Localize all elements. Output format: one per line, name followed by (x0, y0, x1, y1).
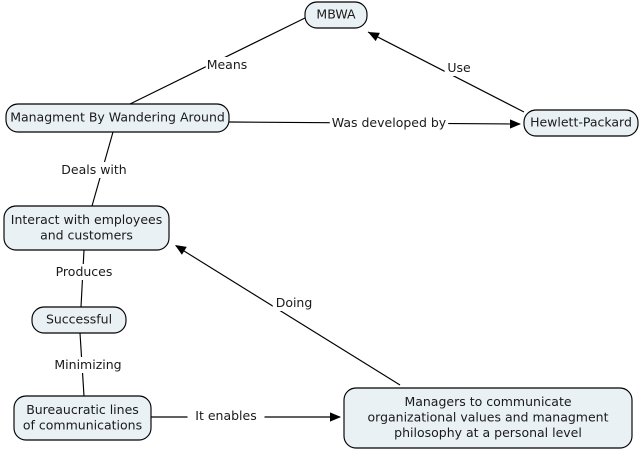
node-box-mbwa[interactable] (304, 1, 368, 29)
node-label-interact-with-employees-and-customers: Interact with employees (11, 212, 162, 227)
arrow-head-icon-it-enables (330, 412, 341, 422)
edge-label-doing: Doing (276, 295, 313, 310)
edge-label-was-developed-by: Was developed by (332, 115, 447, 130)
arrow-head-icon-use (368, 32, 380, 42)
node-box-interact-with-employees-and-customers[interactable] (3, 205, 170, 251)
node-label-managers-to-communicate: philosophy at a personal level (394, 425, 582, 440)
edge-label-group-was-developed-by: Was developed by (329, 115, 449, 131)
arrow-head-icon-doing (175, 245, 187, 255)
node-label-management-by-wandering-around: Managment By Wandering Around (10, 110, 225, 125)
node-label-bureaucratic-lines-of-communications: of communications (23, 417, 142, 432)
node-box-bureaucratic-lines-of-communications[interactable] (13, 395, 152, 441)
edge-label-group-use: Use (444, 60, 474, 76)
node-label-managers-to-communicate: Managers to communicate (404, 394, 571, 409)
node-box-management-by-wandering-around[interactable] (5, 103, 230, 133)
node-successful[interactable]: Successful (31, 306, 127, 334)
edge-label-backdrop (272, 295, 316, 311)
node-label-mbwa: MBWA (316, 7, 356, 22)
edge-label-backdrop (329, 115, 449, 131)
node-mbwa[interactable]: MBWA (304, 1, 368, 29)
node-box-managers-to-communicate[interactable] (343, 387, 633, 449)
edge-label-produces: Produces (56, 264, 113, 279)
arrow-head-icon-was-developed-by (510, 119, 521, 129)
node-label-interact-with-employees-and-customers: and customers (40, 227, 133, 242)
nodes-layer: MBWA Managment By Wandering Around Hewlett… (3, 1, 639, 449)
edge-label-group-produces: Produces (52, 264, 116, 280)
edge-label-group-minimizing: Minimizing (49, 357, 127, 373)
edge-label-backdrop (444, 60, 474, 76)
edge-label-group-doing: Doing (272, 295, 316, 311)
node-box-hewlett-packard[interactable] (523, 109, 639, 137)
edge-label-means: Means (207, 57, 248, 72)
edge-label-group-deals-with: Deals with (55, 162, 133, 178)
edge-label-backdrop (205, 57, 249, 73)
edge-label-use: Use (447, 60, 471, 75)
node-label-successful: Successful (46, 312, 112, 327)
edge-doing (175, 245, 401, 386)
edge-label-it-enables: It enables (195, 408, 256, 423)
node-management-by-wandering-around[interactable]: Managment By Wandering Around (5, 103, 230, 133)
edge-label-backdrop (49, 357, 127, 373)
node-label-bureaucratic-lines-of-communications: Bureaucratic lines (26, 402, 139, 417)
edge-label-deals-with: Deals with (61, 162, 126, 177)
node-box-successful[interactable] (31, 306, 127, 334)
edge-label-backdrop (52, 264, 116, 280)
edge-line-doing (175, 245, 401, 386)
edge-label-group-means: Means (205, 57, 249, 73)
edge-label-minimizing: Minimizing (54, 357, 121, 372)
edge-label-backdrop (55, 162, 133, 178)
node-label-hewlett-packard: Hewlett-Packard (530, 115, 632, 130)
edge-label-group-it-enables: It enables (187, 408, 265, 424)
edge-label-backdrop (187, 408, 265, 424)
node-label-managers-to-communicate: organizational values and managment (368, 410, 609, 425)
node-hewlett-packard[interactable]: Hewlett-Packard (523, 109, 639, 137)
